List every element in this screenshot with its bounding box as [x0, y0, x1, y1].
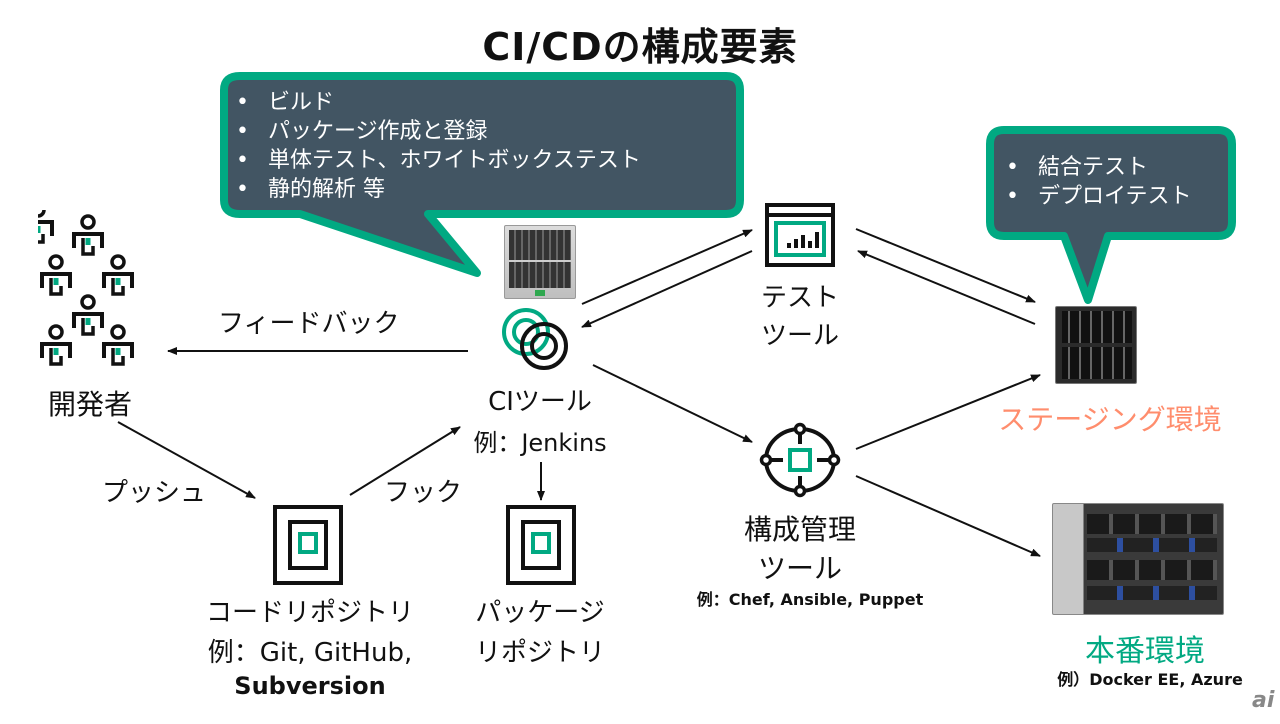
people-group-icon — [38, 210, 134, 366]
linked-rings-icon — [502, 308, 568, 370]
watermark-logo: ai — [1252, 688, 1275, 713]
code-repo-example-1: 例：Git, GitHub, — [207, 638, 413, 668]
staging-label: ステージング環境 — [998, 403, 1222, 436]
production-label: 本番環境 — [1085, 634, 1205, 669]
arrow-staging-to-test — [857, 250, 1036, 325]
ci-bubble-item: 単体テスト、ホワイトボックステスト — [236, 146, 641, 175]
staging-bubble-item: 結合テスト — [1006, 153, 1192, 182]
ci-tool-example: 例：Jenkins — [473, 429, 607, 457]
hook-label: フック — [384, 478, 463, 508]
config-tool-label-1: 構成管理 — [743, 513, 856, 546]
blade-server-icon — [1055, 306, 1137, 384]
ci-bubble-list: ビルド パッケージ作成と登録 単体テスト、ホワイトボックステスト 静的解析 等 — [236, 88, 641, 204]
arrow-test-to-staging — [855, 228, 1036, 303]
ci-bubble-item: 静的解析 等 — [236, 175, 641, 204]
arrow-config-to-staging — [855, 374, 1041, 450]
ci-tool-label: CIツール — [488, 387, 592, 417]
code-repo-example-2: Subversion — [234, 672, 386, 700]
test-tool-label-2: ツール — [760, 321, 839, 351]
arrow-push — [117, 421, 256, 499]
blade-enclosure-image — [504, 225, 576, 299]
config-tool-example: 例：Chef, Ansible, Puppet — [696, 590, 924, 609]
arrow-config-to-production — [855, 475, 1041, 557]
push-label: プッシュ — [102, 478, 207, 508]
ci-bubble-item: ビルド — [236, 88, 641, 117]
network-hub-icon — [759, 422, 841, 498]
arrow-ci-to-config — [592, 364, 753, 443]
page-title: CI/CDの構成要素 — [482, 25, 798, 69]
production-example: 例）Docker EE, Azure — [1057, 670, 1243, 689]
developers-label: 開発者 — [47, 388, 132, 421]
staging-bubble-item: デプロイテスト — [1006, 182, 1192, 211]
repository-icon — [506, 505, 576, 585]
package-repo-label-1: パッケージ — [475, 598, 605, 628]
arrow-ci-to-test — [581, 229, 753, 305]
arrow-hook — [349, 426, 461, 496]
ci-bubble-item: パッケージ作成と登録 — [236, 117, 641, 146]
chart-window-icon — [765, 203, 835, 267]
package-repo-label-2: リポジトリ — [474, 638, 605, 668]
test-tool-label-1: テスト — [760, 283, 839, 313]
repository-icon — [273, 505, 343, 585]
feedback-label: フィードバック — [218, 309, 400, 339]
arrow-test-to-ci — [581, 250, 753, 328]
server-rack-icon — [1052, 503, 1224, 615]
code-repo-label: コードリポジトリ — [205, 598, 414, 628]
staging-bubble-list: 結合テスト デプロイテスト — [1006, 153, 1192, 211]
config-tool-label-2: ツール — [757, 552, 842, 585]
